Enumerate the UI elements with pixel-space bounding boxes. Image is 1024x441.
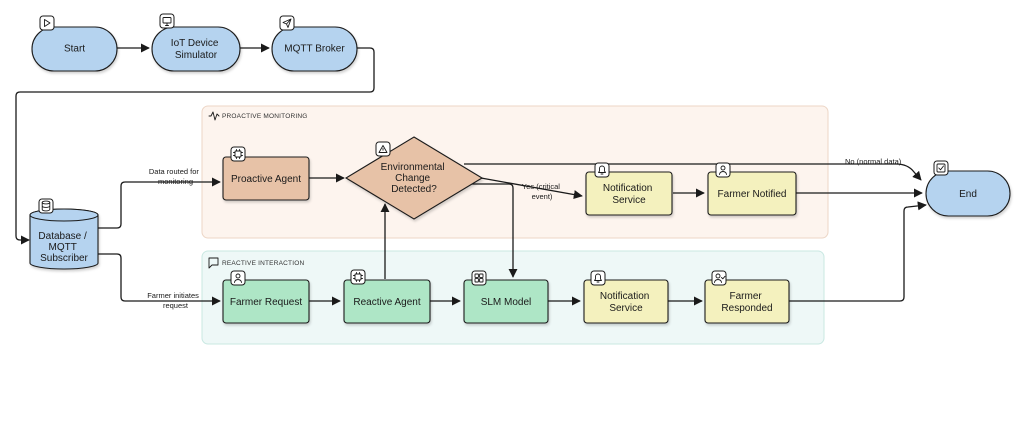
svg-text:Proactive Agent: Proactive Agent	[231, 174, 301, 185]
edge-label-yes: Yes (critical event)	[522, 182, 562, 201]
svg-text:Database / MQTT: Database / MQTT Subscriber	[38, 231, 89, 264]
node-mqtt-broker[interactable]: MQTT Broker	[271, 15, 358, 72]
warning-icon	[375, 141, 391, 157]
edge-database-proactive	[98, 177, 221, 229]
edge-decision-slm	[446, 183, 518, 278]
edge-decision-end-no	[464, 163, 922, 181]
node-notif-pro-label-1: Notification	[603, 183, 652, 194]
database-icon	[38, 198, 54, 214]
svg-text:Notification Service: Notification Service	[600, 291, 652, 314]
svg-text:Farmer Notified: Farmer Notified	[718, 189, 787, 200]
edge-label-routed: Data routed for monitoring	[149, 167, 201, 186]
node-decision-label-1: Environmental	[381, 162, 445, 173]
check-square-icon	[933, 160, 949, 176]
svg-text:Environmental Change: Environmental Change Detected?	[381, 162, 448, 195]
node-farmer-request[interactable]: Farmer Request	[222, 270, 310, 324]
svg-text:End: End	[959, 189, 977, 200]
node-decision-label-2: Change	[395, 173, 430, 184]
play-icon	[39, 15, 55, 31]
node-database[interactable]: Database / MQTT Subscriber	[29, 198, 99, 270]
chip-icon	[230, 146, 246, 162]
node-notif-re-label-2: Service	[609, 303, 643, 314]
node-start-label: Start	[64, 44, 85, 55]
node-environmental-change-decision[interactable]: Environmental Change Detected?	[344, 136, 484, 220]
node-decision-label-3: Detected?	[391, 184, 437, 195]
node-end[interactable]: End	[925, 160, 1011, 217]
node-end-label: End	[959, 189, 977, 200]
node-farmer-notified[interactable]: Farmer Notified	[707, 162, 797, 216]
svg-text:MQTT Broker: MQTT Broker	[284, 44, 345, 55]
svg-text:SLM Model: SLM Model	[481, 297, 532, 308]
node-farmer-responded[interactable]: Farmer Responded	[704, 270, 790, 324]
reactive-group-label: REACTIVE INTERACTION	[222, 260, 304, 267]
svg-text:Farmer Request: Farmer Request	[230, 297, 302, 308]
node-farmer-notified-label: Farmer Notified	[718, 189, 787, 200]
grid-icon	[471, 270, 487, 286]
node-farmer-responded-label-1: Farmer	[729, 291, 762, 302]
node-notification-service-proactive[interactable]: Notification Service	[585, 162, 673, 216]
user-icon	[715, 162, 731, 178]
node-proactive-agent[interactable]: Proactive Agent	[222, 146, 310, 201]
send-icon	[279, 15, 295, 31]
node-notif-re-label-1: Notification	[600, 291, 649, 302]
svg-text:Start: Start	[64, 44, 85, 55]
edges	[15, 43, 927, 306]
node-start[interactable]: Start	[31, 15, 118, 72]
svg-text:Notification Service: Notification Service	[603, 183, 655, 206]
edge-mqtt-database	[15, 47, 375, 245]
node-database-label-3: Subscriber	[40, 253, 88, 264]
user-check-icon	[711, 270, 727, 286]
node-slm-model[interactable]: SLM Model	[463, 270, 549, 324]
proactive-group-label: PROACTIVE MONITORING	[222, 113, 308, 120]
node-proactive-agent-label: Proactive Agent	[231, 174, 301, 185]
node-iot-label-1: IoT Device	[171, 38, 219, 49]
edge-database-farmer-request	[98, 253, 221, 306]
bell-icon	[590, 270, 606, 286]
node-database-label-1: Database /	[38, 231, 87, 242]
edge-farmer-responded-end	[789, 201, 927, 302]
user-icon	[230, 270, 246, 286]
monitor-icon	[159, 13, 175, 29]
node-farmer-request-label: Farmer Request	[230, 297, 302, 308]
node-notification-service-reactive[interactable]: Notification Service	[583, 270, 669, 324]
activity-icon	[208, 111, 220, 121]
nodes: Start IoT Device Simulator MQTT Broker	[29, 13, 1011, 324]
edge-label-no: No (normal data)	[845, 157, 902, 166]
node-database-label-2: MQTT	[49, 242, 77, 253]
node-farmer-responded-label-2: Responded	[721, 303, 772, 314]
svg-text:Reactive Agent: Reactive Agent	[353, 297, 420, 308]
bell-icon	[594, 162, 610, 178]
node-notif-pro-label-2: Service	[612, 195, 646, 206]
node-iot-label-2: Simulator	[175, 50, 218, 61]
node-slm-label: SLM Model	[481, 297, 532, 308]
edge-label-initiates: Farmer initiates request	[147, 291, 201, 310]
svg-text:Farmer Responded: Farmer Responded	[721, 291, 772, 314]
svg-text:IoT Device Simulator: IoT Device Simulator	[171, 38, 221, 61]
edge-decision-notification-yes	[480, 177, 583, 200]
message-icon	[208, 257, 219, 269]
node-mqtt-label: MQTT Broker	[284, 44, 345, 55]
node-reactive-agent[interactable]: Reactive Agent	[343, 269, 431, 324]
chip-icon	[350, 269, 366, 285]
node-iot-device-simulator[interactable]: IoT Device Simulator	[151, 13, 241, 72]
node-reactive-agent-label: Reactive Agent	[353, 297, 420, 308]
